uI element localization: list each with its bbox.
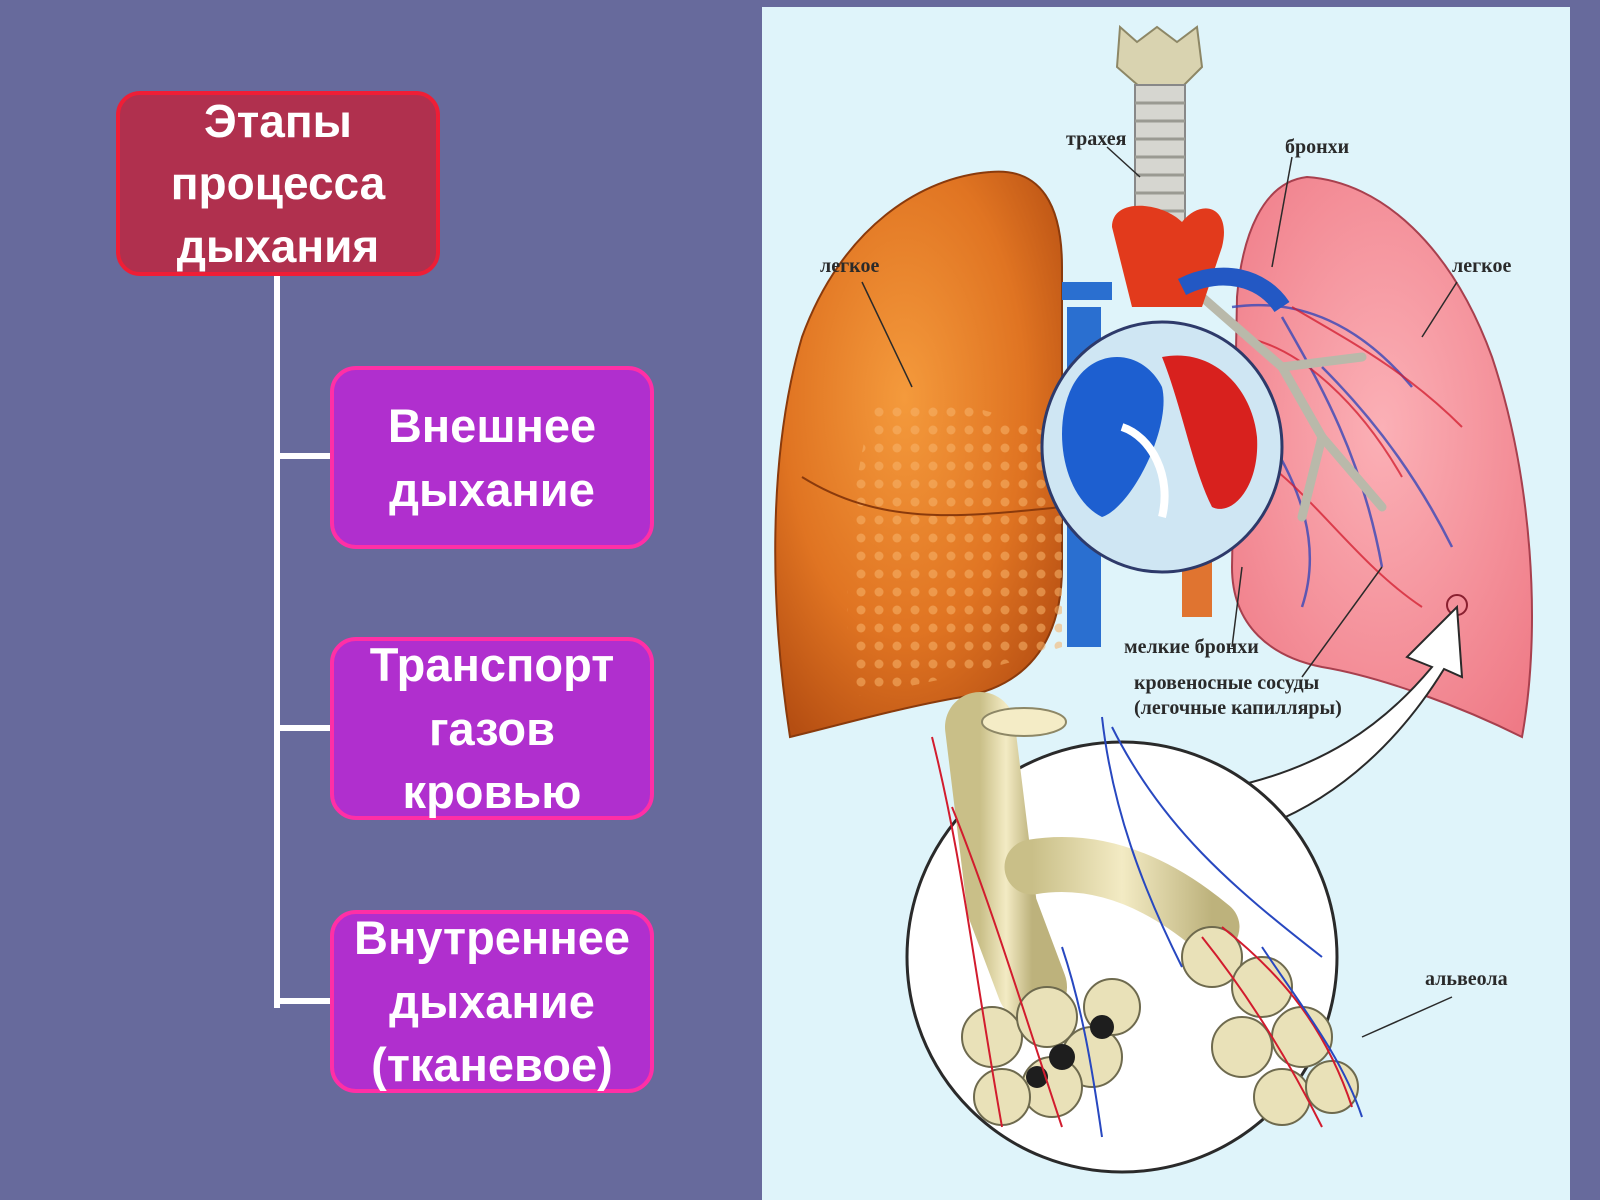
stage-box-external-breathing: Внешнее дыхание [330, 366, 654, 549]
stage-box-label: Внешнее дыхание [387, 398, 597, 516]
label-lung-right: легкое [1452, 255, 1512, 277]
stage-box-label: Внутреннее дыхание (тканевое) [354, 910, 630, 1092]
lungs-anatomy-drawing [774, 24, 1533, 1174]
label-leader-lines [861, 146, 1458, 678]
heart-and-vessels-shape [1040, 205, 1290, 647]
right-lung-shape [1197, 175, 1533, 739]
tree-trunk-line [274, 275, 280, 1008]
tree-branch-line-3 [274, 998, 332, 1004]
label-small-bronchi: мелкие бронхи [1124, 636, 1259, 658]
alveoli-zoom-shape [905, 692, 1453, 1174]
stage-box-internal-breathing: Внутреннее дыхание (тканевое) [330, 910, 654, 1093]
tree-branch-line-1 [274, 453, 332, 459]
tree-branch-line-2 [274, 725, 332, 731]
zoom-arrow [1230, 604, 1464, 829]
stage-box-gas-transport: Транспорт газов кровью [330, 637, 654, 820]
label-trachea: трахея [1066, 128, 1127, 150]
label-alveolus: альвеола [1425, 968, 1508, 990]
root-box-breathing-stages: Этапы процесса дыхания [116, 91, 440, 276]
stage-box-label: Транспорт газов кровью [369, 637, 615, 819]
label-lung-left: легкое [820, 255, 880, 277]
root-box-label: Этапы процесса дыхания [170, 94, 386, 272]
label-blood-vessels: кровеносные сосуды (легочные капилляры) [1134, 672, 1342, 719]
respiratory-system-illustration: трахея бронхи легкое легкое мелкие бронх… [762, 7, 1570, 1200]
left-lung-shape [774, 170, 1063, 739]
label-bronchi: бронхи [1285, 136, 1350, 158]
